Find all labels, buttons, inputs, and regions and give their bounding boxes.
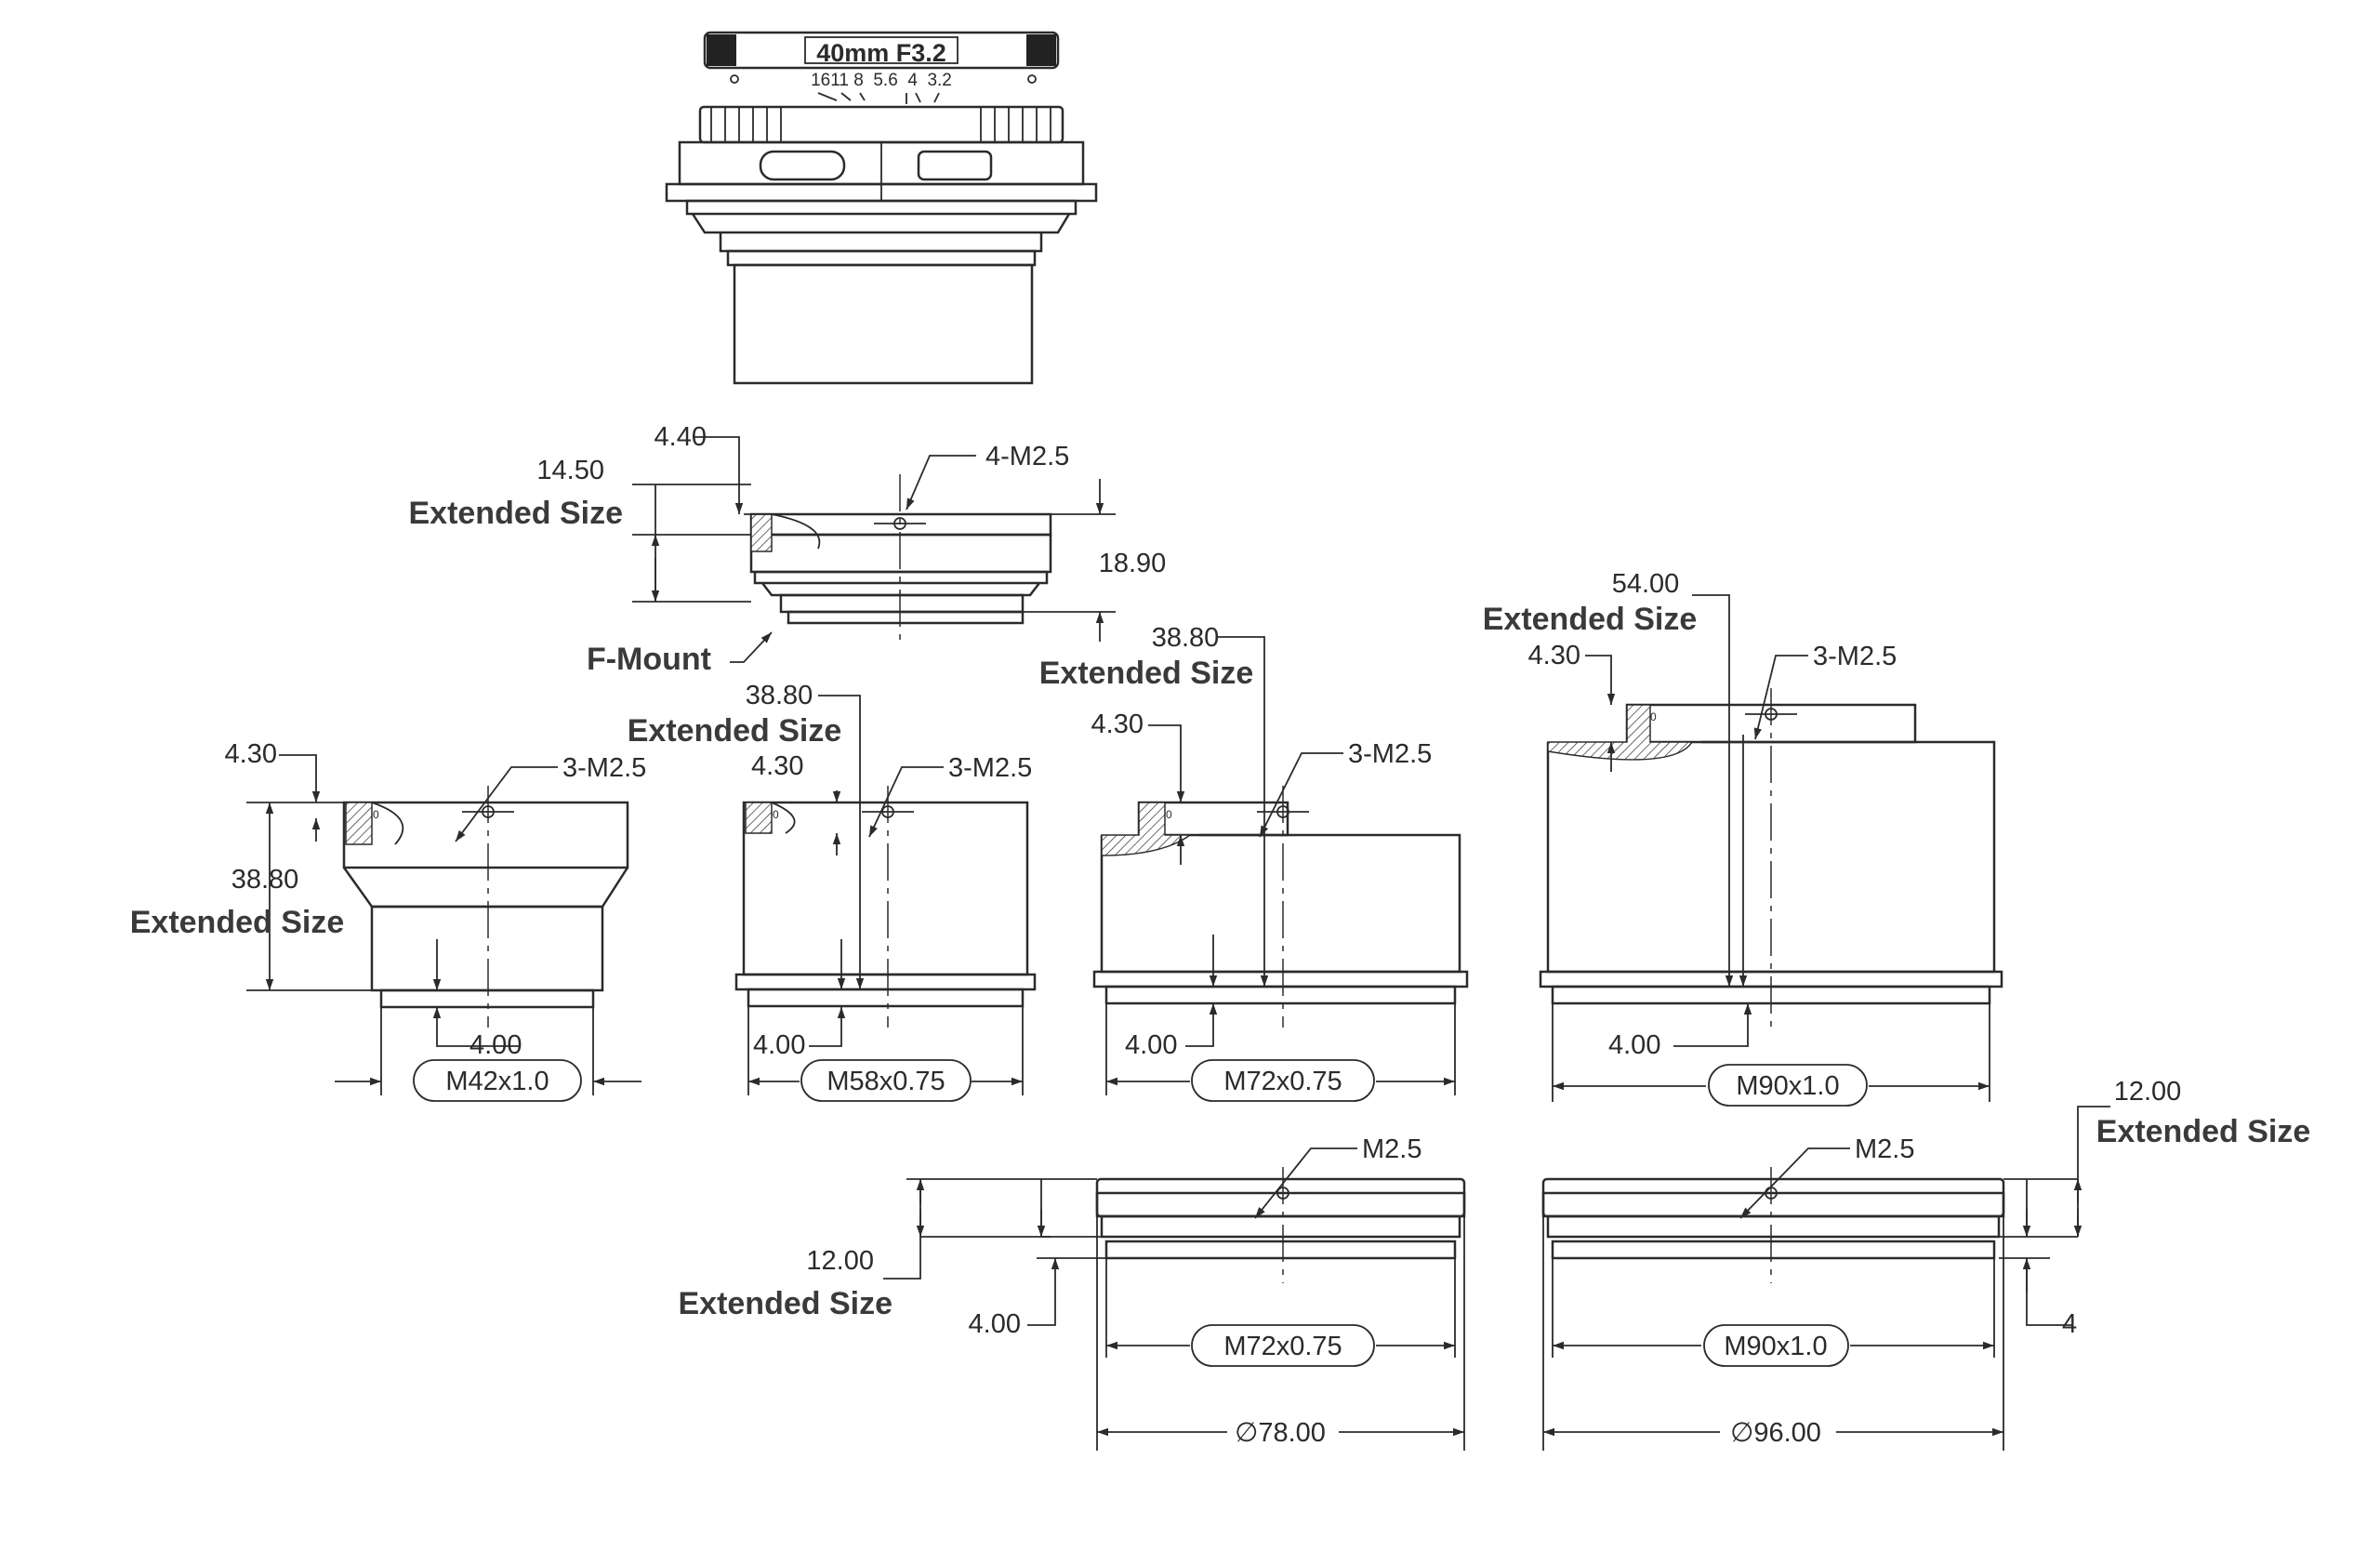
m58-dim-top: 4.30 <box>751 751 803 781</box>
focus-ring-knurl <box>707 34 1056 66</box>
m90-short-drawing <box>1541 1167 2005 1283</box>
m58-dimensions: 38.80 Extended Size 4.30 4.00 3-M2.5 M58… <box>628 681 1032 1102</box>
m42-extended-label: Extended Size <box>130 905 345 940</box>
m42-dim-ext: 38.80 <box>231 865 299 895</box>
fmount-dim-total: 18.90 <box>1099 549 1167 578</box>
m90-dim-ext: 54.00 <box>1612 569 1680 599</box>
m72-short-dimensions: 12.00 Extended Size 4.00 M2.5 M72x0.75 ∅… <box>678 1134 1465 1451</box>
m72-dim-flange: 4.00 <box>1125 1030 1177 1060</box>
m72-dim-top: 4.30 <box>1091 710 1144 739</box>
m90-short-dimensions: 12.00 Extended Size 4 M2.5 M90x1.0 ∅96.0… <box>1542 1077 2311 1451</box>
m90-dim-flange: 4.00 <box>1608 1030 1660 1060</box>
m72-short-thread: M72x0.75 <box>1223 1332 1342 1361</box>
lens-title: 40mm F3.2 <box>816 39 946 67</box>
svg-text:0: 0 <box>1166 808 1172 821</box>
m90-short-dim-ext: 12.00 <box>2114 1077 2182 1107</box>
m72-short-dim-flange: 4.00 <box>969 1309 1021 1339</box>
m90-short-dim-flange: 4 <box>2062 1309 2077 1339</box>
fmount-dimensions: 4.40 14.50 Extended Size 18.90 4-M2.5 F-… <box>408 422 1166 677</box>
m72-short-diameter: ∅78.00 <box>1235 1418 1326 1448</box>
m58-screw: 3-M2.5 <box>948 753 1032 783</box>
m72-extended-label: Extended Size <box>1039 656 1254 691</box>
m58-dim-ext: 38.80 <box>746 681 813 710</box>
m72-short-drawing <box>1095 1167 1466 1283</box>
m90-thread: M90x1.0 <box>1736 1071 1839 1101</box>
m58-drawing: 0 <box>734 786 1037 1028</box>
m90-short-screw: M2.5 <box>1855 1134 1914 1164</box>
m58-thread: M58x0.75 <box>826 1067 945 1096</box>
m90-short-extended-label: Extended Size <box>2096 1114 2311 1149</box>
fmount-dim-top: 4.40 <box>654 422 707 452</box>
m42-dim-flange: 4.00 <box>469 1030 522 1060</box>
m72-drawing: 0 <box>1092 786 1469 1028</box>
m72-thread: M72x0.75 <box>1223 1067 1342 1096</box>
aperture-scale: 1611 8 5.6 4 3.2 <box>811 71 952 90</box>
m90-drawing: 0 <box>1539 688 2003 1028</box>
m42-drawing: 0 <box>342 786 629 1028</box>
m42-screw: 3-M2.5 <box>562 753 646 783</box>
m72-screw: 3-M2.5 <box>1348 739 1432 769</box>
m72-short-screw: M2.5 <box>1362 1134 1421 1164</box>
fmount-screw: 4-M2.5 <box>985 442 1069 471</box>
m58-extended-label: Extended Size <box>628 713 842 749</box>
m42-dim-top: 4.30 <box>225 739 277 769</box>
svg-text:0: 0 <box>373 808 379 821</box>
m90-short-diameter: ∅96.00 <box>1730 1418 1821 1448</box>
svg-text:0: 0 <box>773 808 779 821</box>
m72-short-dim-ext: 12.00 <box>806 1246 874 1276</box>
m90-short-thread: M90x1.0 <box>1724 1332 1827 1361</box>
fmount-drawing <box>749 474 1052 642</box>
m90-screw: 3-M2.5 <box>1813 642 1897 671</box>
m42-thread: M42x1.0 <box>445 1067 549 1096</box>
m72-dim-ext: 38.80 <box>1152 623 1220 653</box>
fmount-label: F-Mount <box>587 642 711 677</box>
lens-drawing: 40mm F3.2 1611 8 5.6 4 3.2 <box>665 31 1098 385</box>
svg-text:0: 0 <box>1650 710 1657 723</box>
m58-dim-flange: 4.00 <box>753 1030 805 1060</box>
fmount-dim-ext: 14.50 <box>536 456 604 485</box>
m90-extended-label: Extended Size <box>1483 602 1698 637</box>
m72-short-extended-label: Extended Size <box>678 1286 892 1321</box>
m90-dimensions: 54.00 Extended Size 4.30 4.00 3-M2.5 M90… <box>1483 569 1990 1107</box>
m42-dimensions: 4.30 38.80 Extended Size 4.00 3-M2.5 M42… <box>130 739 646 1102</box>
m72-dimensions: 38.80 Extended Size 4.30 4.00 3-M2.5 M72… <box>1039 623 1456 1102</box>
m90-dim-top: 4.30 <box>1528 641 1580 670</box>
fmount-extended-label: Extended Size <box>408 496 623 531</box>
